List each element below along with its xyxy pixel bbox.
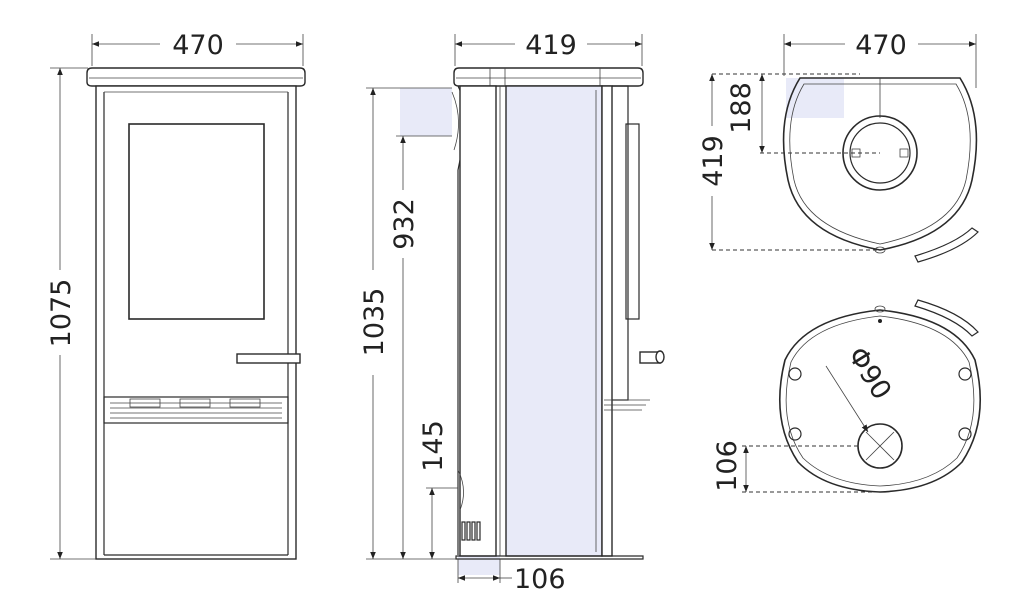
bottom-hole-tl: [788, 367, 802, 381]
top-offset-dimension: 188: [726, 74, 765, 153]
side-view: [400, 67, 665, 575]
side-depth-air-dimension: 106: [457, 559, 566, 595]
side-height-air-dimension: 145: [418, 420, 458, 559]
side-panel-highlight: [505, 85, 603, 557]
top-width-label: 470: [855, 30, 907, 61]
front-body: [95, 85, 297, 560]
bottom-hole-br: [958, 427, 972, 441]
side-back-panel: [459, 85, 497, 557]
top-handle: [914, 227, 979, 263]
side-top-cap: [453, 67, 644, 87]
bottom-hole-tr: [958, 367, 972, 381]
top-view: [712, 73, 979, 263]
side-height-total-label: 1035: [359, 288, 390, 357]
top-outline: [782, 77, 978, 251]
front-width-dimension: 470: [91, 30, 304, 66]
side-base-plate: [455, 555, 644, 560]
front-height-dimension: 1075: [46, 67, 96, 560]
top-depth-dimension: 419: [698, 74, 729, 250]
top-depth-label: 419: [698, 135, 729, 187]
side-height-flue-label: 932: [389, 198, 420, 250]
side-door-slot: [625, 123, 640, 320]
bottom-hole-bl: [788, 427, 802, 441]
side-flue-highlight: [400, 88, 452, 136]
top-flue-collar-outer: [842, 115, 918, 191]
front-grille: [103, 396, 289, 424]
front-view: [86, 67, 306, 560]
bottom-offset-label: 106: [712, 440, 743, 492]
front-height-label: 1075: [46, 279, 77, 348]
side-height-air-label: 145: [418, 420, 449, 472]
side-width-label: 419: [525, 30, 577, 61]
bottom-handle: [914, 299, 979, 337]
side-height-flue-dimension: 932: [389, 135, 452, 559]
bottom-outline: [778, 309, 982, 493]
front-glass-window: [128, 123, 265, 320]
front-door-handle: [236, 353, 301, 364]
top-flue-collar-inner: [849, 122, 911, 184]
top-offset-label: 188: [726, 82, 757, 134]
bottom-offset-dimension: 106: [712, 440, 749, 492]
side-air-highlight: [458, 555, 500, 575]
side-depth-air-label: 106: [514, 564, 566, 595]
side-height-total-dimension: 1035: [359, 87, 456, 560]
front-top-cap: [86, 67, 306, 87]
bottom-view: [742, 299, 982, 493]
front-width-label: 470: [172, 30, 224, 61]
side-width-dimension: 419: [454, 30, 643, 66]
top-width-dimension: 470: [783, 30, 977, 88]
bottom-diameter-label: Φ90: [841, 342, 897, 406]
